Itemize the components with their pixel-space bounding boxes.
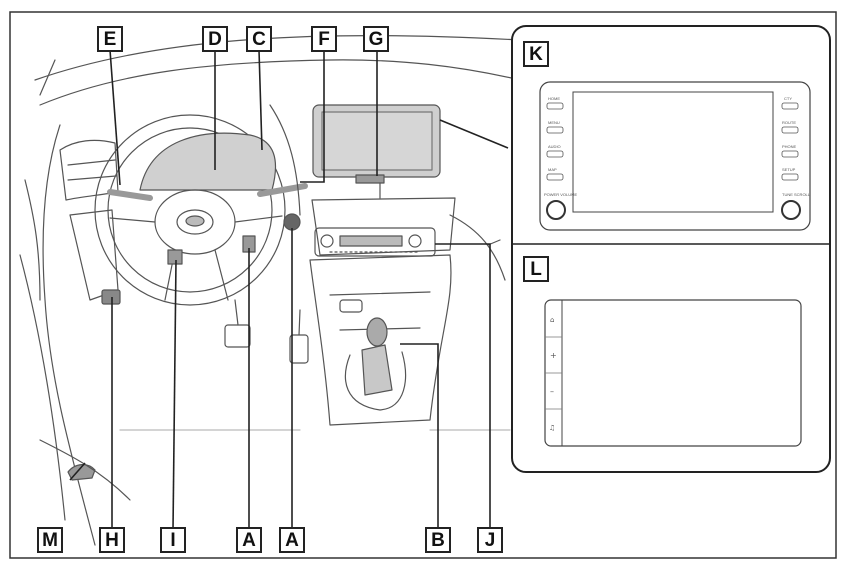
cup-holder bbox=[339, 299, 363, 313]
l-side-button-label: ⌂ bbox=[550, 316, 554, 324]
tune-knob bbox=[781, 200, 801, 220]
k-right-button-label: TUNE SCROLL bbox=[782, 192, 811, 197]
left-stalk bbox=[107, 189, 153, 201]
callout-a-right: A bbox=[279, 527, 305, 553]
callout-k: K bbox=[523, 41, 549, 67]
l-side-button-label: – bbox=[550, 387, 554, 396]
callout-l: L bbox=[523, 256, 549, 282]
inset-panel bbox=[511, 25, 831, 473]
windshield-line bbox=[34, 34, 521, 81]
volume-knob bbox=[546, 200, 566, 220]
lower-left-panel bbox=[69, 209, 119, 301]
k-left-button-label: AUDIO bbox=[548, 144, 561, 149]
callout-j: J bbox=[477, 527, 503, 553]
center-console bbox=[309, 254, 452, 426]
callout-g: G bbox=[363, 26, 389, 52]
l-side-button-label: + bbox=[550, 351, 557, 360]
k-left-button-label: POWER VOLUME bbox=[544, 192, 577, 197]
start-button bbox=[283, 213, 301, 231]
k-right-button-label: CTY bbox=[784, 96, 792, 101]
callout-e: E bbox=[97, 26, 123, 52]
k-left-button-label: MENU bbox=[548, 120, 560, 125]
outer-border bbox=[9, 11, 837, 559]
dashboard-top-line bbox=[39, 59, 521, 106]
callout-d: D bbox=[202, 26, 228, 52]
hood-release bbox=[101, 289, 121, 305]
gear-shifter bbox=[361, 344, 393, 396]
callout-i: I bbox=[160, 527, 186, 553]
callout-m: M bbox=[37, 527, 63, 553]
callout-c: C bbox=[246, 26, 272, 52]
display-k bbox=[539, 81, 811, 231]
k-left-button-label: MAP bbox=[548, 167, 557, 172]
brake-pedal bbox=[224, 324, 251, 348]
wheel-switch-left bbox=[167, 249, 183, 265]
callout-f: F bbox=[311, 26, 337, 52]
instrument-cluster bbox=[139, 132, 277, 191]
k-right-button-label: ROUTE bbox=[782, 120, 796, 125]
k-right-button-label: PHONE bbox=[782, 144, 797, 149]
l-side-button-label: ♫ bbox=[549, 424, 555, 432]
steering-wheel bbox=[94, 114, 286, 306]
k-right-button-label: SETUP bbox=[782, 167, 796, 172]
callout-a-left: A bbox=[236, 527, 262, 553]
k-left-button-label: HOME bbox=[548, 96, 560, 101]
door-panel bbox=[19, 179, 66, 521]
climate-panel bbox=[314, 227, 436, 257]
callout-b: B bbox=[425, 527, 451, 553]
callout-h: H bbox=[99, 527, 125, 553]
